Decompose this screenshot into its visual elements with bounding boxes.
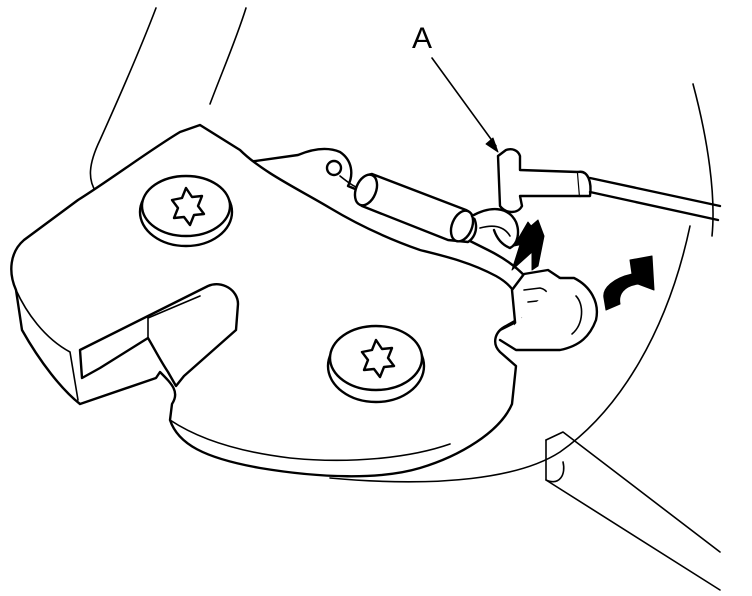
release-rod-A <box>496 148 722 222</box>
callout-leader <box>431 57 499 153</box>
cable-cylinder <box>339 172 478 244</box>
lower-bracket <box>545 431 721 591</box>
upward-arrow <box>511 219 545 271</box>
cable-hook <box>470 208 520 250</box>
lower-torx-screw <box>326 324 426 404</box>
callout-label-a: A <box>412 22 432 55</box>
upper-torx-screw <box>138 174 234 248</box>
release-clip <box>498 268 599 352</box>
seat-trim-outline <box>89 7 714 483</box>
striker-slot <box>78 283 240 388</box>
rotation-arrow <box>603 255 655 311</box>
latch-plate <box>10 123 522 478</box>
